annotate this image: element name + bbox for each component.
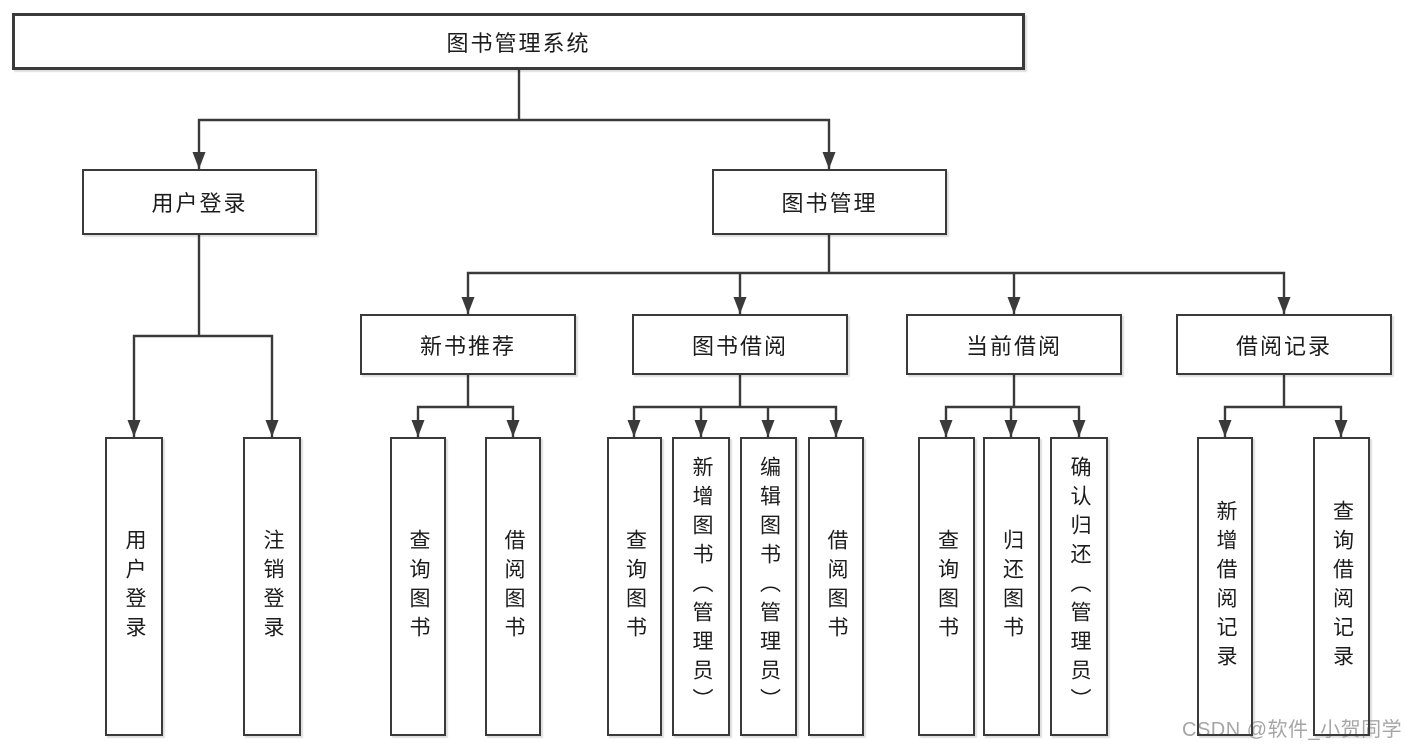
node-label: 当前借阅 [965,333,1062,359]
leaf-logout: 注销登录 [243,437,301,736]
node-current-borrowing: 当前借阅 [906,314,1122,375]
leaf-borrowing-edit-books-admin: 编辑图书（管理员） [740,437,797,736]
leaf-borrowing-query-books: 查询图书 [607,437,662,736]
node-label: 图书借阅 [691,333,788,359]
csdn-watermark: CSDN @软件_小贺同学 [1182,719,1403,741]
leaf-current-return-books: 归还图书 [983,437,1040,736]
node-label: 用户登录 [151,191,248,216]
leaf-label: 查询图书 [407,528,430,645]
connector-mgmt [466,235,1286,314]
leaf-label: 编辑图书（管理员） [757,456,781,717]
leaf-borrowing-add-books-admin: 新增图书（管理员） [672,437,730,736]
connector-login [132,235,274,437]
leaf-recommend-query-books: 查询图书 [390,437,446,736]
leaf-recommend-borrow-books: 借阅图书 [485,437,541,736]
node-system-root: 图书管理系统 [12,13,1025,70]
node-user-login: 用户登录 [82,169,317,235]
node-new-book-recommend: 新书推荐 [360,314,576,375]
leaf-label: 确认归还（管理员） [1068,456,1091,717]
node-book-management: 图书管理 [712,169,947,235]
connector-recommend [416,375,515,437]
leaf-records-query-record: 查询借阅记录 [1313,437,1370,736]
leaf-label: 查询图书 [623,528,647,645]
connector-records [1223,375,1343,437]
arrowheads [127,152,1348,437]
node-borrowing-records: 借阅记录 [1176,314,1392,375]
node-label: 借阅记录 [1235,333,1332,359]
leaf-label: 查询借阅记录 [1330,499,1354,674]
leaf-label: 归还图书 [1000,528,1024,645]
leaf-current-confirm-return-admin: 确认归还（管理员） [1050,437,1108,736]
leaf-current-query-books: 查询图书 [918,437,975,736]
leaf-user-login: 用户登录 [105,437,163,736]
leaf-label: 注销登录 [261,528,284,645]
leaf-label: 查询图书 [935,528,959,645]
connector-root [197,70,831,169]
leaf-label: 新增图书（管理员） [690,456,713,717]
connector-borrowing [632,375,838,437]
leaf-records-add-record: 新增借阅记录 [1197,437,1253,736]
node-label: 新书推荐 [419,333,516,359]
node-label: 图书管理 [781,191,878,216]
leaf-label: 借阅图书 [825,528,848,645]
node-book-borrowing: 图书借阅 [632,314,848,375]
leaf-borrowing-borrow-books: 借阅图书 [808,437,864,736]
leaf-label: 新增借阅记录 [1214,499,1237,674]
node-label: 图书管理系统 [446,30,591,56]
leaf-label: 用户登录 [123,528,146,645]
leaf-label: 借阅图书 [502,528,525,645]
